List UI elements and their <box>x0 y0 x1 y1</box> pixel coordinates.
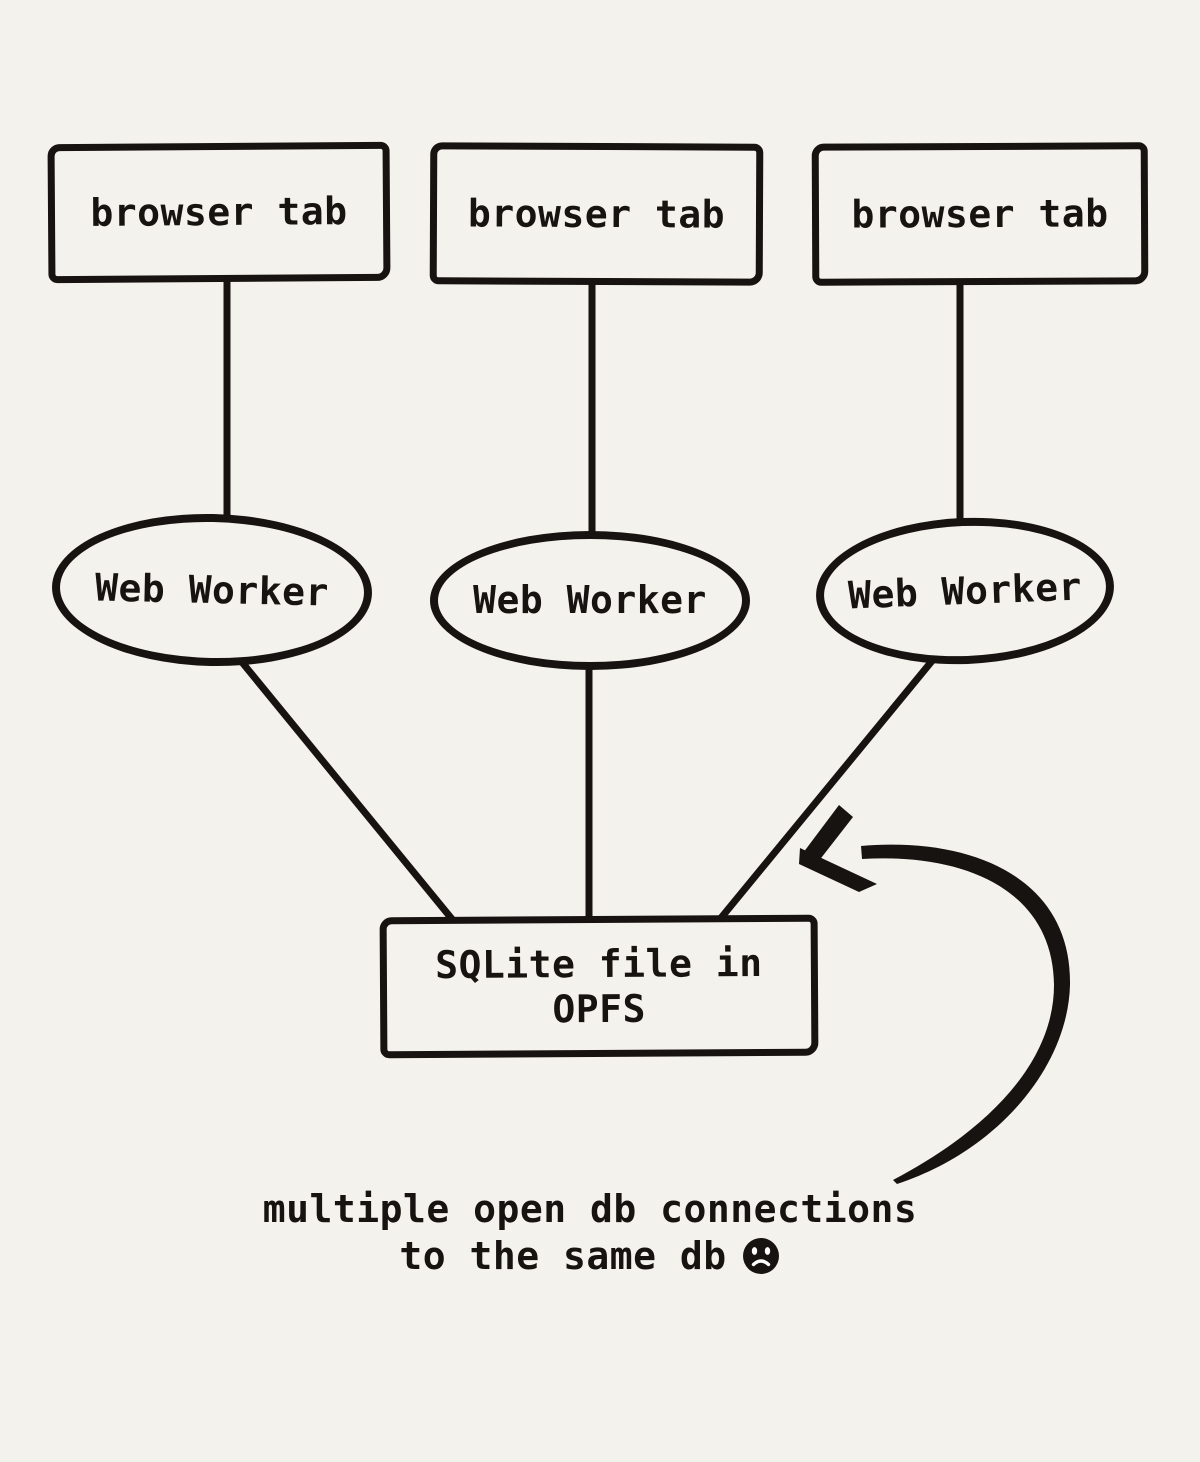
browser-tab-label-1: browser tab <box>90 189 348 235</box>
browser-tab-box-1: browser tab <box>47 141 391 284</box>
web-worker-ellipse-2: Web Worker <box>430 531 750 670</box>
caption-line2-text: to the same db <box>399 1234 727 1278</box>
browser-tab-label-2: browser tab <box>467 190 726 237</box>
web-worker-label-2: Web Worker <box>473 578 707 622</box>
caption-line1: multiple open db connections <box>262 1187 918 1231</box>
browser-tab-box-2: browser tab <box>429 142 764 286</box>
caption: multiple open db connections to the same… <box>0 1186 1180 1280</box>
frowning-face-emoji <box>742 1238 779 1274</box>
caption-line2: to the same db <box>0 1233 1180 1280</box>
web-worker-label-3: Web Worker <box>847 564 1083 617</box>
connector-worker3-sqlite <box>712 646 945 928</box>
connector-worker1-sqlite <box>228 646 460 928</box>
arrowhead-upper-barb <box>800 805 853 862</box>
sqlite-label-line2: OPFS <box>552 986 647 1031</box>
arrowhead-lower-barb <box>799 848 877 892</box>
browser-tab-box-3: browser tab <box>811 142 1149 286</box>
sqlite-file-box: SQLite file in OPFS <box>379 914 819 1059</box>
browser-tab-label-3: browser tab <box>851 190 1109 237</box>
sqlite-label-line1: SQLite file in <box>435 940 763 987</box>
web-worker-label-1: Web Worker <box>94 565 330 614</box>
curved-arrow <box>861 844 1071 1184</box>
